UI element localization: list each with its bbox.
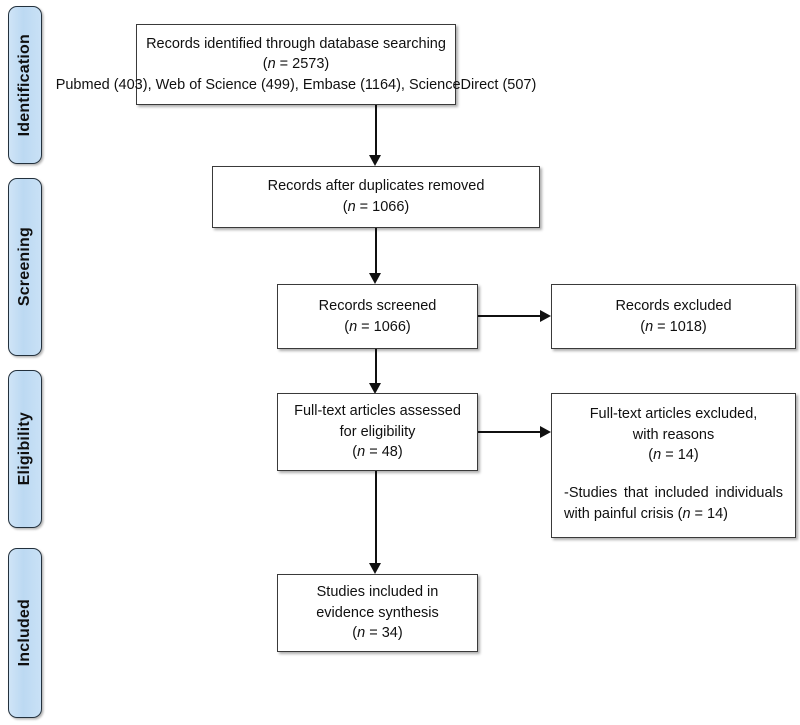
arrow-down-icon-duplicates-to-screened	[369, 273, 381, 284]
paren-open: (	[352, 444, 358, 461]
n-italic: n	[357, 444, 366, 461]
records-excluded-line1: Records excluded	[615, 297, 732, 314]
connector-fulltext-to-included	[375, 471, 377, 567]
n-italic: n	[357, 625, 366, 642]
count-value: = 48)	[365, 444, 403, 461]
stage-label-included: Included	[16, 599, 33, 667]
arrow-right-icon-screened-to-excluded	[540, 310, 551, 322]
paren-open: (	[342, 199, 348, 215]
connector-identified-to-duplicates	[375, 105, 377, 157]
connector-fulltext-to-excluded	[478, 431, 542, 433]
n-italic: n	[653, 447, 662, 464]
count-value: = 1018)	[653, 318, 707, 335]
records-identified-line1: Records identified through database sear…	[146, 35, 446, 52]
fulltext-assessed-count: (n = 48)	[352, 442, 402, 463]
records-identified-count: (n = 2573)	[263, 54, 330, 75]
box-fulltext-excluded: Full-text articles excluded, with reason…	[551, 393, 796, 538]
stage-pill-included: Included	[8, 548, 42, 718]
stage-label-screening: Screening	[16, 227, 33, 307]
box-records-screened: Records screened (n = 1066)	[277, 284, 478, 349]
connector-duplicates-to-screened	[375, 228, 377, 275]
connector-screened-to-excluded	[478, 315, 542, 317]
stage-pill-screening: Screening	[8, 178, 42, 356]
count-value: = 34)	[365, 625, 403, 642]
arrow-down-icon-fulltext-to-included	[369, 563, 381, 574]
reason-text: -Studies that included individuals with …	[564, 484, 783, 522]
n-italic: n	[347, 199, 356, 215]
records-screened-line1: Records screened	[318, 297, 437, 314]
box-records-excluded: Records excluded (n = 1018)	[551, 284, 796, 349]
count-value: = 14)	[661, 447, 699, 464]
paren-open: (	[352, 625, 358, 642]
fulltext-excluded-line1: Full-text articles excluded,	[589, 406, 758, 422]
reason-count: = 14)	[690, 505, 729, 522]
duplicates-removed-count: (n = 1066)	[343, 197, 410, 218]
n-italic: n	[349, 318, 358, 335]
stage-label-eligibility: Eligibility	[16, 412, 33, 486]
fulltext-assessed-line1: Full-text articles assessed	[294, 403, 461, 420]
records-identified-sources: Pubmed (403), Web of Science (499), Emba…	[55, 76, 537, 93]
n-italic: n	[645, 318, 654, 335]
fulltext-excluded-reason: -Studies that included individuals with …	[560, 483, 787, 525]
records-excluded-count: (n = 1018)	[640, 317, 707, 338]
box-fulltext-assessed: Full-text articles assessed for eligibil…	[277, 393, 478, 471]
stage-label-identification: Identification	[16, 33, 33, 137]
arrow-down-icon-screened-to-fulltext	[369, 383, 381, 394]
arrow-right-icon-fulltext-to-excluded	[540, 426, 551, 438]
fulltext-assessed-line2: for eligibility	[339, 423, 416, 440]
connector-screened-to-fulltext	[375, 349, 377, 386]
paren-open: (	[640, 318, 646, 335]
count-value: = 1066)	[357, 318, 411, 335]
fulltext-excluded-line2: with reasons	[632, 426, 715, 443]
studies-included-count: (n = 34)	[352, 623, 402, 644]
arrow-down-icon-identified-to-duplicates	[369, 155, 381, 166]
n-italic: n	[682, 505, 691, 522]
box-studies-included: Studies included in evidence synthesis (…	[277, 574, 478, 652]
studies-included-line2: evidence synthesis	[316, 604, 439, 621]
paren-open: (	[648, 447, 654, 464]
count-value: = 1066)	[355, 199, 410, 215]
box-duplicates-removed: Records after duplicates removed (n = 10…	[212, 166, 540, 228]
paren-open: (	[262, 56, 268, 73]
n-italic: n	[267, 56, 276, 73]
count-value: = 2573)	[275, 56, 330, 73]
records-screened-count: (n = 1066)	[344, 317, 411, 338]
fulltext-excluded-count: (n = 14)	[648, 445, 698, 466]
paren-open: (	[344, 318, 350, 335]
stage-pill-identification: Identification	[8, 6, 42, 164]
stage-pill-eligibility: Eligibility	[8, 370, 42, 528]
duplicates-removed-line1: Records after duplicates removed	[267, 178, 485, 195]
studies-included-line1: Studies included in	[316, 584, 439, 601]
box-records-identified: Records identified through database sear…	[56, 24, 536, 105]
